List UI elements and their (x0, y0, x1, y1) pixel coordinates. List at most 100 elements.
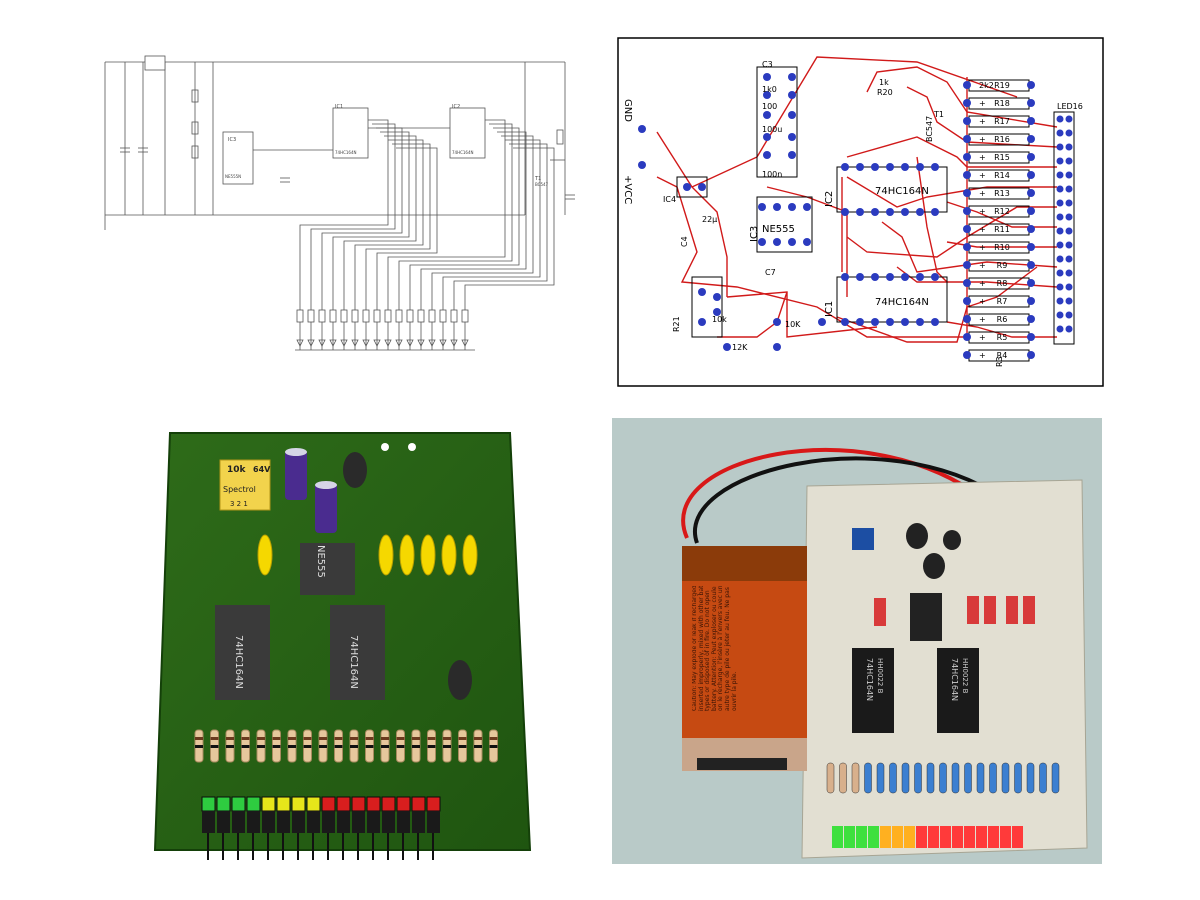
render-led-housing (247, 811, 260, 833)
photo-led (832, 826, 843, 848)
photo-resistor (939, 762, 947, 794)
sch-ic3-part: NE555N (225, 174, 241, 179)
render-resistor-band (319, 737, 327, 740)
render-resistor-band (288, 737, 296, 740)
render-resistor-band (226, 745, 234, 748)
pcb-pad (1027, 171, 1035, 179)
pcb-bc547-label: BC547 (925, 116, 934, 142)
schematic-resistor (450, 309, 458, 323)
pcb-pad (963, 81, 971, 89)
photo-led (988, 826, 999, 848)
pcb-resistor-value: + (979, 333, 986, 342)
schematic-wire (299, 119, 389, 315)
pcb-led-pad (1065, 143, 1073, 151)
render-led-housing (427, 811, 440, 833)
pcb-pad (1027, 153, 1035, 161)
pcb-resistor-value: + (979, 171, 986, 180)
render-resistor-band (350, 737, 358, 740)
pcb-pad (773, 343, 781, 351)
pcb-ic-pad (901, 208, 909, 216)
pcb-resistor-ref: R9 (997, 261, 1008, 270)
pcb-resistor-ref: R16 (994, 135, 1010, 144)
render-resistor-band (272, 737, 281, 740)
pcb-led-pad (1065, 171, 1073, 179)
pcb-ic-pad (841, 273, 849, 281)
render-led-housing (307, 811, 320, 833)
schematic-wire (321, 127, 403, 315)
render-led-housing (367, 811, 380, 833)
sch-ic1-part: 74HC164N (335, 150, 357, 155)
schematic-resistor (395, 309, 403, 323)
pcb-led-pad (1056, 157, 1064, 165)
render-led (261, 796, 276, 812)
pcb-r3-label: R3 (995, 356, 1004, 367)
render-resistor-band (489, 745, 498, 748)
pcb-ic-pad (871, 318, 879, 326)
schematic-wire (387, 119, 506, 315)
pcb-gnd-label: GND (622, 99, 633, 122)
render-resistor-band (489, 737, 498, 740)
battery-warning-text: Caution: May explode or leak if recharge… (692, 586, 738, 711)
photo-led (868, 826, 879, 848)
render-led (366, 796, 381, 812)
render-resistor-band (350, 745, 358, 748)
pcb-ic-pad (886, 273, 894, 281)
pcb-pad (773, 318, 781, 326)
pcb-led-pad (1065, 157, 1073, 165)
pcb-resistor-ref: R19 (994, 81, 1010, 90)
pcb-r21-label: R21 (672, 316, 681, 332)
pcb-pad (963, 189, 971, 197)
pcb-pad (788, 203, 796, 211)
render-led (351, 796, 366, 812)
pcb-ic1-part: 74HC164N (875, 297, 929, 308)
pcb-resistor-ref: R17 (994, 117, 1010, 126)
photo-resistor (826, 762, 835, 794)
pcb-resistor-value: + (979, 189, 986, 198)
pcb-pad (1027, 117, 1035, 125)
pcb-ic-pad (901, 163, 909, 171)
pcb-ic-pad (871, 208, 879, 216)
pcb-resistor-ref: R15 (994, 153, 1010, 162)
pcb-ic-pad (886, 163, 894, 171)
photo-led (892, 826, 903, 848)
render-resistor-band (458, 745, 467, 748)
pcb-pad (773, 203, 781, 211)
pcb-led-pad (1056, 213, 1064, 221)
render-led-housing (322, 811, 335, 833)
pcb-pad (963, 351, 971, 359)
pcb-led-pad (1065, 129, 1073, 137)
photo-resistor (901, 762, 910, 794)
pcb-pad (963, 171, 971, 179)
pcb-10k-b-label: 10K (785, 320, 801, 329)
pcb-pad (698, 183, 706, 191)
pcb-pad (1027, 81, 1035, 89)
pcb-led-pad (1056, 241, 1064, 249)
pcb-pad (963, 207, 971, 215)
render-led (291, 796, 306, 812)
pcb-pad (1027, 225, 1035, 233)
render-resistor-band (365, 745, 374, 748)
pcb-led-pad (1065, 227, 1073, 235)
pcb-layout-panel: GND +VCC 74HC164N IC2 74HC164N IC1 NE555… (617, 37, 1104, 387)
pcb-ic-pad (916, 163, 924, 171)
render-resistor-band (272, 745, 281, 748)
pcb-led-pad (1065, 241, 1073, 249)
pcb-pad (788, 133, 796, 141)
pcb-ic-pad (931, 318, 939, 326)
pcb-pad (1027, 279, 1035, 287)
pcb-resistor-value: + (979, 279, 986, 288)
pcb-ic-pad (841, 208, 849, 216)
pcb-pad (803, 203, 811, 211)
schematic-drawing: IC3 NE555N IC1 74HC164N IC2 74HC164N T1 … (104, 55, 575, 351)
pcb-ic3-ref: IC3 (749, 226, 760, 242)
render-resistor-band (381, 745, 389, 748)
assembled-board-photo-panel: Caution: May explode or leak if recharge… (612, 418, 1102, 864)
schematic-wire (343, 135, 417, 315)
render-led-housing (217, 811, 230, 833)
pcb-pad (763, 111, 771, 119)
render-led-housing (382, 811, 395, 833)
pcb-led-pad (1056, 129, 1064, 137)
pcb-pad (1027, 315, 1035, 323)
photo-led (1000, 826, 1011, 848)
render-resistor-band (412, 737, 420, 740)
